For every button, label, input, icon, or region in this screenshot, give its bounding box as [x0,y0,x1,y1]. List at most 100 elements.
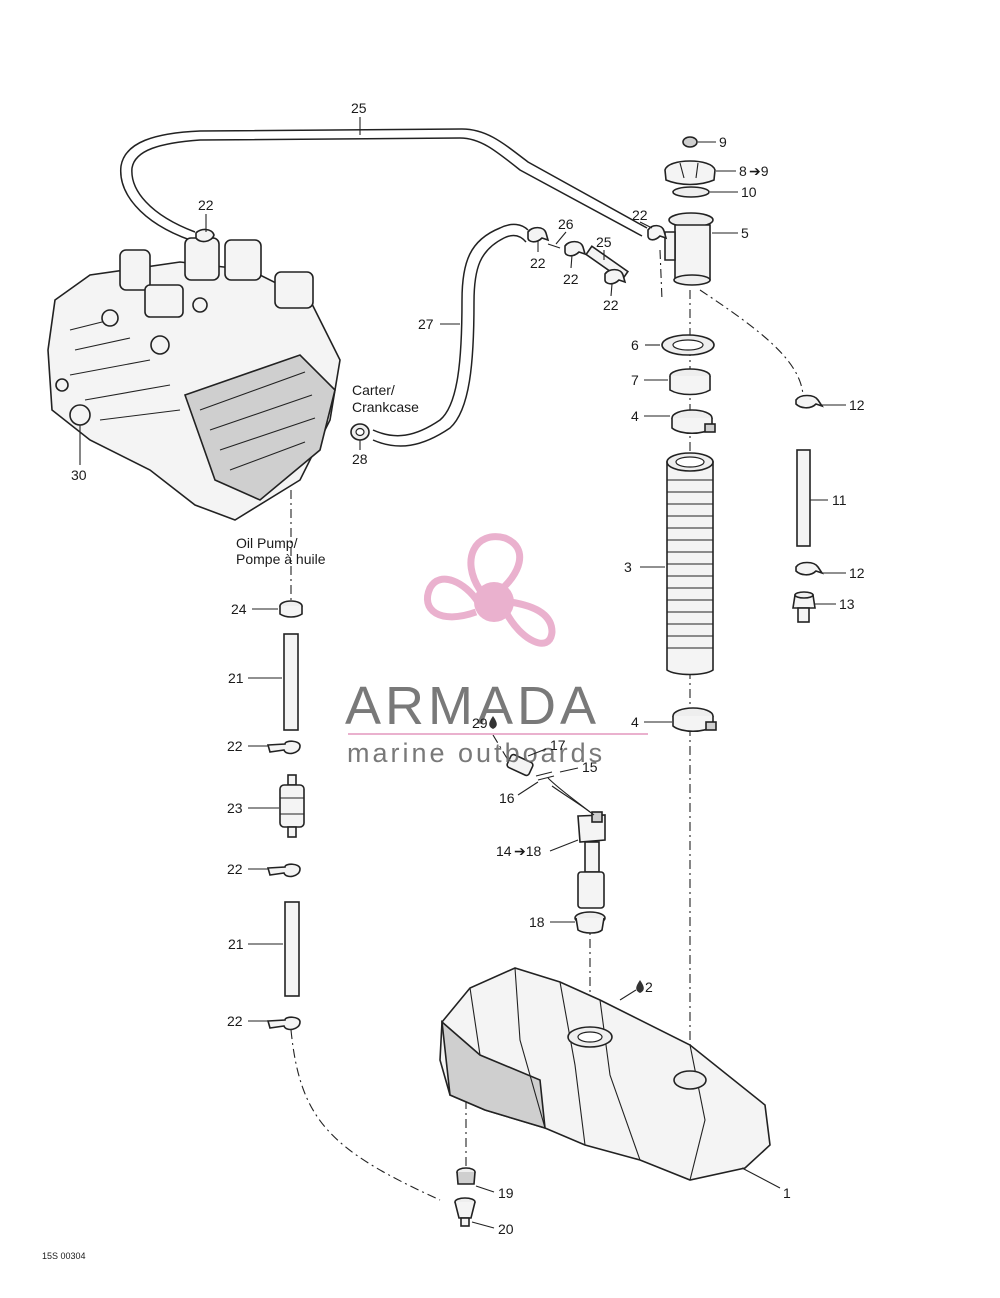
connector-26 [547,243,561,249]
callout-22-mid-3: 22 [603,297,619,313]
clamp-4-upper [671,409,716,435]
armada-logo: ARMADA marine outboards [345,533,648,768]
leader-26 [555,231,567,245]
callout-21-upper: 21 [228,670,244,686]
oil-filter-23 [279,774,305,838]
check-valve-13 [792,591,816,623]
leader-16 [517,781,539,796]
cap-plug-9 [682,136,698,148]
callout-14: 14 [496,843,512,859]
clamp-24 [279,600,303,618]
nut-7 [669,368,711,396]
callout-10: 10 [741,184,757,200]
callout-22-pump-1: 22 [227,738,243,754]
clamp-22-a [527,226,550,243]
wire-15-b [551,785,595,816]
clamp-4-lower [672,707,717,733]
sealant-drop-29 [489,716,497,729]
callout-11: 11 [832,492,847,508]
centerline-oilpump-lower [290,1029,441,1201]
hose-11 [796,449,811,547]
filler-neck-5 [664,212,714,286]
vent-hose-25 [131,137,643,237]
vent-hose-25-inner [120,128,648,241]
callout-27: 27 [418,316,434,332]
callout-17: 17 [550,737,566,753]
callout-9: 9 [719,134,727,150]
callout-26: 26 [558,216,574,232]
clamp-22-pump-3 [266,1016,301,1031]
callout-21-lower: 21 [228,936,244,952]
leader-2 [619,989,637,1001]
callout-16: 16 [499,790,515,806]
callout-19: 19 [498,1185,514,1201]
callout-14-arrow: ➔18 [514,843,542,859]
hose-21-lower [284,901,300,997]
hose-21-upper [283,633,299,731]
callout-25-right: 25 [596,234,612,250]
label-crankcase-en: Crankcase [352,399,419,415]
callout-4-upper: 4 [631,408,639,424]
callout-22-top: 22 [632,207,648,223]
callout-22-pump-2: 22 [227,861,243,877]
level-sensor-14 [577,811,606,909]
leader-22-top [639,221,653,229]
oil-tank-1 [439,967,771,1181]
callout-29: 29 [472,715,488,731]
callout-13: 13 [839,596,855,612]
callout-4-lower: 4 [631,714,639,730]
callout-12-lower: 12 [849,565,865,581]
gasket-10 [672,186,710,198]
filler-cap-8 [664,160,716,186]
callout-25-top: 25 [351,100,367,116]
label-oilpump-en: Oil Pump/ [236,535,298,551]
propeller-blade-1 [467,533,524,595]
callout-15: 15 [582,759,598,775]
leader-1 [741,1167,781,1189]
callout-2: 2 [645,979,653,995]
callout-3: 3 [624,559,632,575]
leader-17 [527,748,547,757]
callout-23: 23 [227,800,243,816]
callout-8: 8 [739,163,747,179]
propeller-hub [474,582,514,622]
fitting-28 [350,423,370,441]
crankcase-hose-27 [372,223,529,437]
callout-30: 30 [71,467,87,483]
centerline-vent [699,289,804,396]
callout-22-engine: 22 [198,197,214,213]
propeller-blade-3 [502,598,556,647]
sealant-drop-2 [636,980,644,993]
callout-18: 18 [529,914,545,930]
clamp-12-upper [795,394,824,409]
filler-bellows-hose-3 [666,452,714,676]
leader-15 [559,767,579,773]
connector-17 [506,753,534,777]
grommet-19 [456,1167,476,1185]
callout-5: 5 [741,225,749,241]
leader-19 [475,1185,495,1193]
clamp-22-c [604,268,627,285]
clamp-12-lower [795,561,824,576]
callout-24: 24 [231,601,247,617]
callout-6: 6 [631,337,639,353]
label-oilpump-fr: Pompe à huile [236,551,326,567]
leader-22-m2 [570,254,573,269]
callout-22-mid-2: 22 [563,271,579,287]
clamp-22-engine-vent [195,228,215,243]
leader-20 [471,1221,495,1229]
terminal-16 [535,771,555,781]
crankcase-hose-27-inner [372,234,527,447]
callout-22-mid-1: 22 [530,255,546,271]
callout-8-arrow: ➔9 [749,163,769,179]
fitting-20 [454,1197,476,1227]
propeller-blade-2 [423,575,481,621]
brand-subtitle: marine outboards [347,738,605,768]
leader-14 [549,839,579,852]
centerline-vent-top [659,249,663,301]
washer-6-hole [672,339,704,351]
grommet-18 [574,911,606,934]
callout-22-pump-3: 22 [227,1013,243,1029]
callout-12-upper: 12 [849,397,865,413]
leader-22-m3 [610,283,613,297]
